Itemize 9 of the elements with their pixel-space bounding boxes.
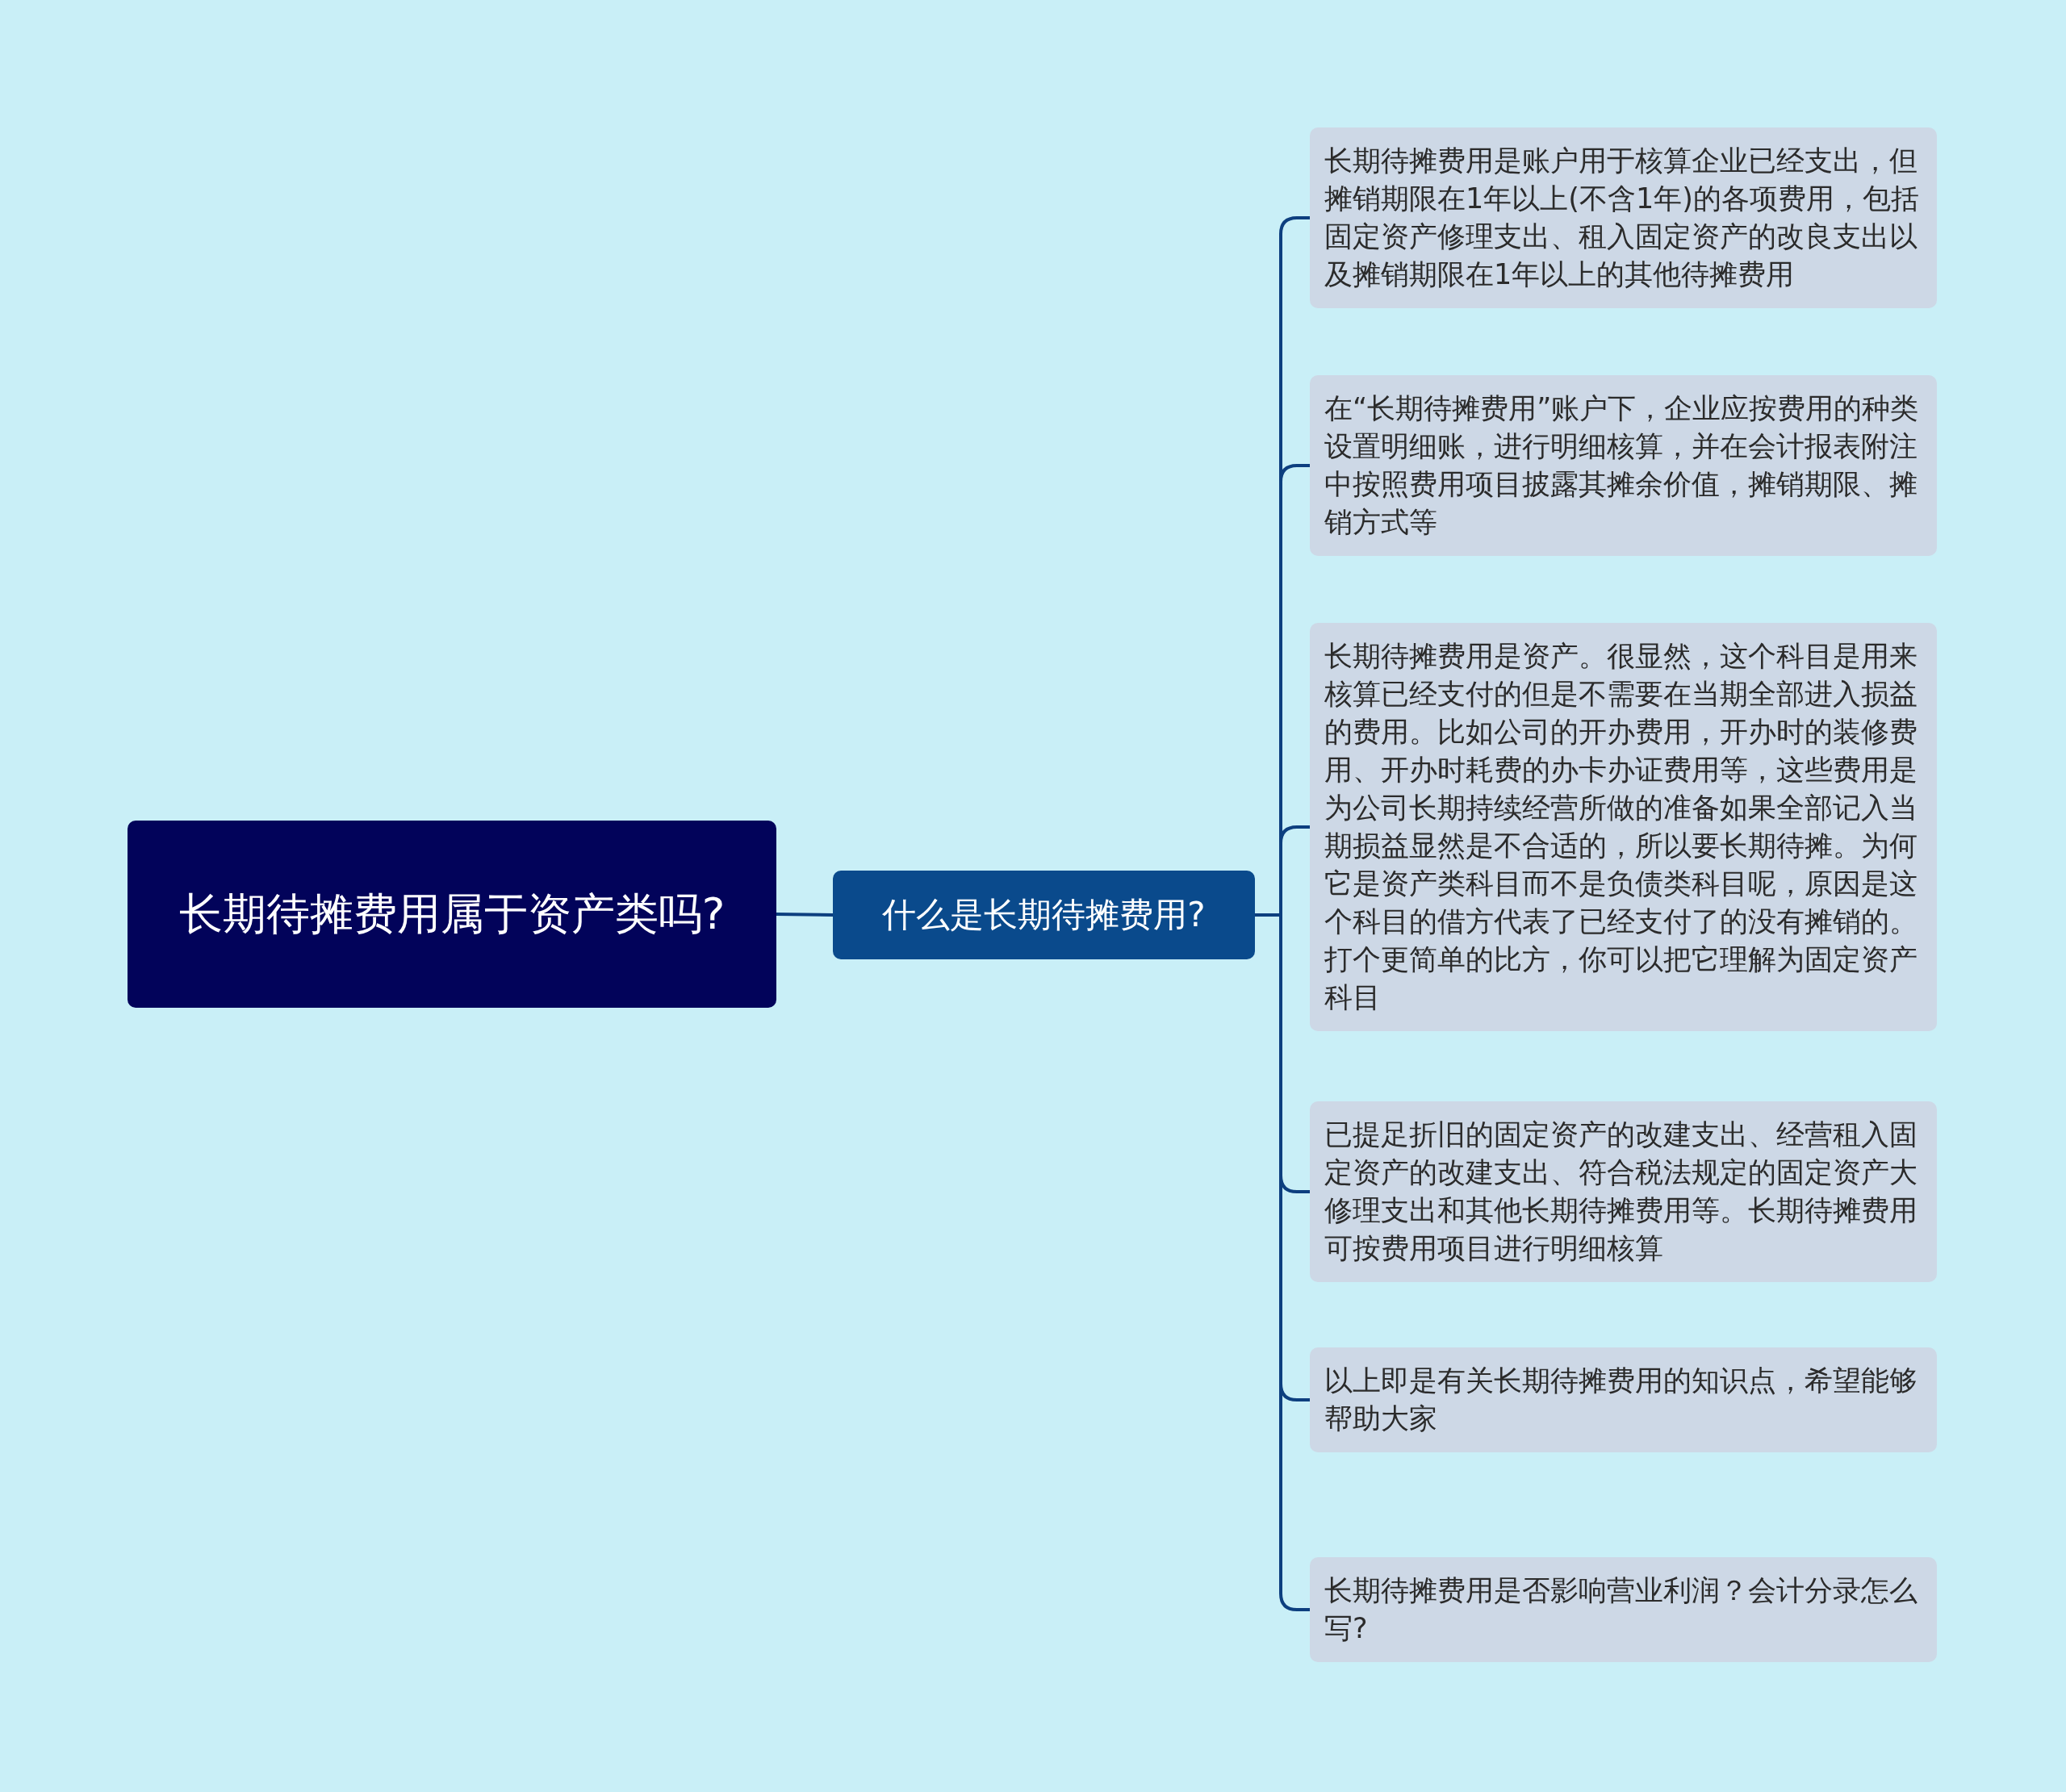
note-card: 在“长期待摊费用”账户下，企业应按费用的种类设置明细账，进行明细核算，并在会计报表附注中按照费用项目披露其摊余价值，摊销期限、摊销方式等 bbox=[1310, 375, 1937, 556]
note-card: 长期待摊费用是资产。很显然，这个科目是用来核算已经支付的但是不需要在当期全部进入损益的费用。比如公司的开办费用，开办时的装修费用、开办时耗费的办卡办证费用等，这些费用是为公司长期持续经营所做的准备如果全部记入当期损益显然是不合适的，所以要长期待摊。为何它是资产类科目而不是负债类科目呢，原因是这个科目的借方代表了已经支付了的没有摊销的。打个更简单的比方，你可以把它理解为固定资产科目 bbox=[1310, 623, 1937, 1031]
note-card: 以上即是有关长期待摊费用的知识点，希望能够帮助大家 bbox=[1310, 1347, 1937, 1452]
note-card: 已提足折旧的固定资产的改建支出、经营租入固定资产的改建支出、符合税法规定的固定资产大修理支出和其他长期待摊费用等。长期待摊费用可按费用项目进行明细核算 bbox=[1310, 1101, 1937, 1282]
note-card: 长期待摊费用是账户用于核算企业已经支出，但摊销期限在1年以上(不含1年)的各项费用，包括固定资产修理支出、租入固定资产的改良支出以及摊销期限在1年以上的其他待摊费用 bbox=[1310, 127, 1937, 308]
root-topic-box: 长期待摊费用属于资产类吗? bbox=[128, 821, 776, 1008]
branch-topic-box: 什么是长期待摊费用? bbox=[833, 871, 1255, 959]
note-card: 长期待摊费用是否影响营业利润？会计分录怎么写? bbox=[1310, 1557, 1937, 1662]
connector-line bbox=[776, 913, 834, 917]
